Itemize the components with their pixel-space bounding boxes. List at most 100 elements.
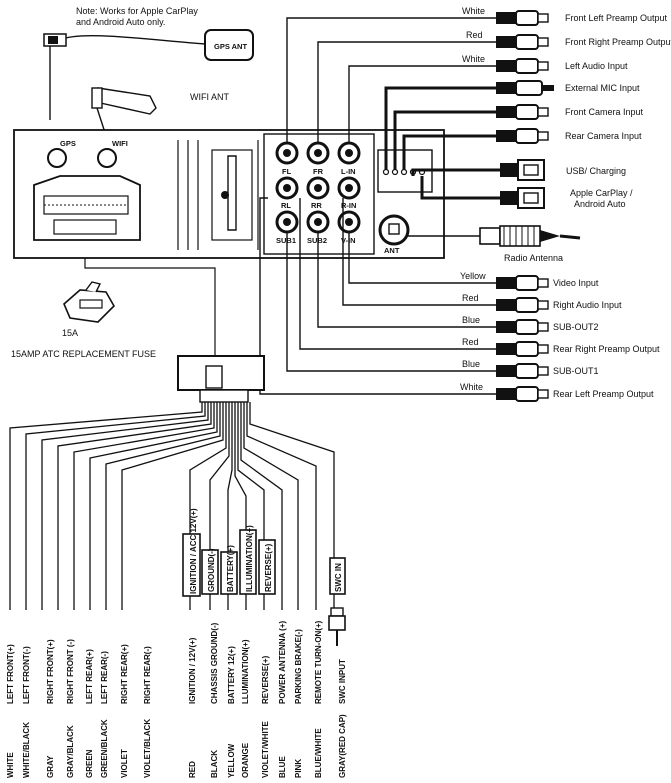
rca-plug-icon <box>496 10 549 26</box>
wire-color-label: BLACK <box>210 750 219 778</box>
rca-port-l-in <box>337 141 361 165</box>
wire-function-label: LEFT FRONT(-) <box>22 646 31 704</box>
label-apple-carplay-android-auto: Apple CarPlay / Android Auto <box>570 188 635 209</box>
wire-color-label: PINK <box>294 759 303 778</box>
label-usb-charging: USB/ Charging <box>566 166 626 176</box>
rca-label-fr: FR <box>313 167 324 176</box>
wire-color-label: BLUE/WHITE <box>314 728 323 778</box>
box-battery <box>220 551 238 595</box>
wire-color-front-right-preamp: Red <box>466 30 483 40</box>
wire-color-sub-out2: Blue <box>462 315 480 325</box>
harness-labels: LEFT FRONT(+) WHITE LEFT FRONT(-) WHITE/… <box>6 620 347 778</box>
rca-label-r-in: R-IN <box>341 201 356 210</box>
wire-function-label: LLUMINATION(+) <box>241 639 250 704</box>
wire-color-sub-out1: Blue <box>462 359 480 369</box>
rca-port-rr <box>306 176 330 200</box>
wire-color-label: GREEN <box>85 749 94 778</box>
rca-label-sub2: SUB2 <box>307 236 327 245</box>
wire-color-label: WHITE <box>6 752 15 778</box>
rca-plug-icon <box>496 341 549 357</box>
rca-label-sub1: SUB1 <box>276 236 296 245</box>
wire-color-label: GREEN/BLACK <box>100 719 109 778</box>
box-illumination <box>239 529 257 595</box>
wifi-port <box>97 148 117 168</box>
box-label-battery: BATTERY(+) <box>226 545 235 592</box>
wire-function-label: BATTERY 12(+) <box>227 646 236 704</box>
wire-color-label: YELLOW <box>227 743 236 778</box>
wifi-ant-label: WIFI ANT <box>190 92 229 102</box>
wire-color-label: WHITE/BLACK <box>22 722 31 778</box>
wire-function-label: CHASSIS GROUND(-) <box>210 622 219 704</box>
gps-antenna: GPS ANT <box>59 29 254 61</box>
wire-color-label: GRAY/BLACK <box>66 725 75 778</box>
fuse-icon <box>63 281 115 323</box>
fuse-rating: 15A <box>62 328 78 338</box>
rca-plug-icon <box>496 386 549 402</box>
camera-plug-icon <box>496 104 549 120</box>
wire-color-label: RED <box>188 761 197 778</box>
rca-plug-icon <box>496 58 549 74</box>
head-unit: GPS WIFI FL FR L- <box>13 129 445 259</box>
right-wiring-lines <box>259 17 500 395</box>
ant-label: ANT <box>384 246 400 255</box>
wire-color-label: VIOLET <box>120 749 129 778</box>
wire-color-front-left-preamp: White <box>462 6 485 16</box>
wire-color-label: GRAY(RED CAP) <box>338 714 347 778</box>
rca-port-rl <box>275 176 299 200</box>
wire-function-label: SWC INPUT <box>338 659 347 704</box>
rca-plug-icon <box>496 363 549 379</box>
rca-port-r-in <box>337 176 361 200</box>
swc-cap-icon <box>328 607 346 646</box>
radio-antenna-plug-icon <box>479 225 581 247</box>
label-sub-out1: SUB-OUT1 <box>553 366 599 376</box>
note-line-2: and Android Auto only. <box>76 17 165 27</box>
rca-plug-icon <box>496 275 549 291</box>
wire-color-label: VIOLET/BLACK <box>143 719 152 778</box>
label-sub-out2: SUB-OUT2 <box>553 322 599 332</box>
wire-color-right-audio: Red <box>462 293 479 303</box>
rca-port-v-in <box>337 210 361 234</box>
label-rear-right-preamp-output: Rear Right Preamp Output <box>553 344 660 354</box>
wire-function-label: RIGHT REAR(-) <box>143 646 152 704</box>
wire-function-label: REVERSE(+) <box>261 655 270 704</box>
wire-color-label: ORANGE <box>241 742 250 778</box>
gps-port-label: GPS <box>60 139 76 148</box>
rca-port-sub1 <box>275 210 299 234</box>
box-swc-in <box>329 557 346 595</box>
rca-plug-icon <box>496 34 549 50</box>
box-label-reverse: REVERSE(+) <box>264 543 273 592</box>
rca-label-l-in: L-IN <box>341 167 356 176</box>
rca-plug-icon <box>496 297 549 313</box>
label-right-audio-input: Right Audio Input <box>553 300 622 310</box>
wire-color-label: BLUE <box>278 756 287 778</box>
rca-label-fl: FL <box>282 167 292 176</box>
wire-color-rear-right-preamp: Red <box>462 337 479 347</box>
wire-function-label: IGNITION / 12V(+) <box>188 637 197 704</box>
gps-ant-label: GPS ANT <box>214 42 247 51</box>
label-front-camera-input: Front Camera Input <box>565 107 644 117</box>
wire-function-label: LEFT REAR(-) <box>100 651 109 704</box>
rca-port-fr <box>306 141 330 165</box>
wire-color-label: GRAY <box>46 755 55 778</box>
harness-plug <box>177 355 265 403</box>
camera-plug-icon <box>496 128 549 144</box>
wire-color-video-input: Yellow <box>460 271 486 281</box>
gps-plug-icon <box>43 33 67 120</box>
label-left-audio-input: Left Audio Input <box>565 61 628 71</box>
rca-label-rr: RR <box>311 201 322 210</box>
wire-function-label: PARKING BRAKE(-) <box>294 629 303 704</box>
harness-socket <box>33 175 141 241</box>
box-ignition <box>182 533 201 597</box>
antenna-jack <box>378 214 410 246</box>
label-radio-antenna: Radio Antenna <box>504 253 563 263</box>
heat-sink <box>177 140 259 250</box>
wire-function-label: REMOTE TURN-ON(+) <box>314 620 323 704</box>
wire-function-label: POWER ANTENNA (+) <box>278 620 287 704</box>
wire-function-label: LEFT REAR(+) <box>85 649 94 704</box>
rca-port-fl <box>275 141 299 165</box>
box-ground <box>201 549 219 595</box>
wifi-port-label: WIFI <box>112 139 128 148</box>
harness-wire-lines <box>9 402 335 610</box>
label-rear-camera-input: Rear Camera Input <box>565 131 642 141</box>
